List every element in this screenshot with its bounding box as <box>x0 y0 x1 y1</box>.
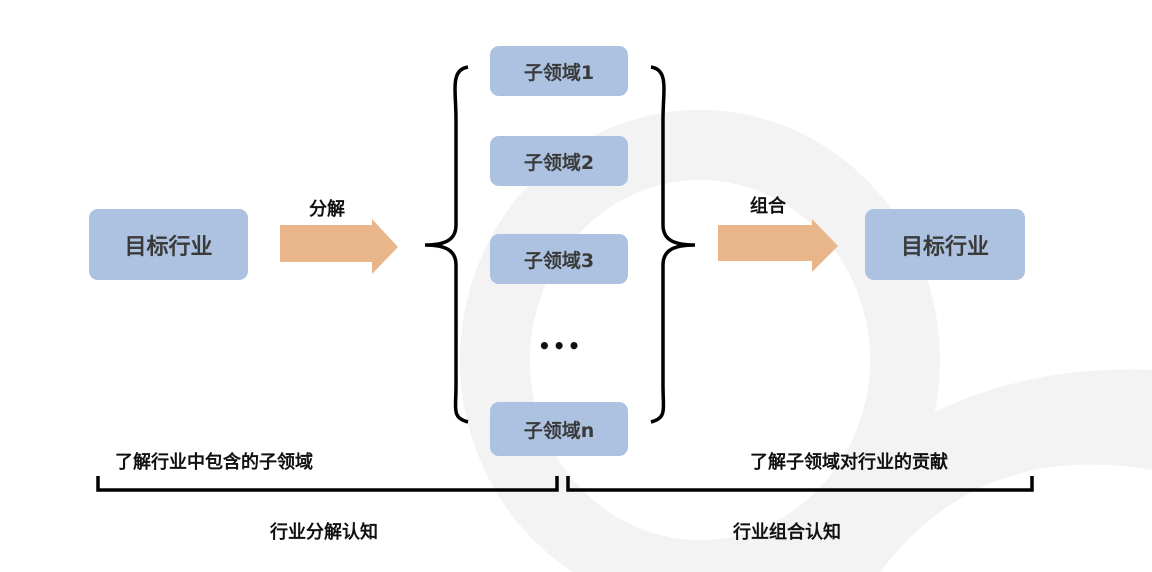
sub-domain-box: 子领域2 <box>490 136 628 186</box>
right-bottom-bracket <box>566 476 1034 492</box>
sub-domain-label: 子领域n <box>523 419 595 442</box>
sub-domain-box: 子领域3 <box>490 234 628 284</box>
left-bottom-label: 行业分解认知 <box>270 522 378 543</box>
right-bottom-label: 行业组合认知 <box>733 522 841 543</box>
sub-domain-label: 子领域3 <box>523 249 595 272</box>
left-caption: 了解行业中包含的子领域 <box>115 452 313 473</box>
sub-domain-box: 子领域1 <box>490 46 628 96</box>
source-industry-box: 目标行业 <box>89 209 248 280</box>
combine-arrow <box>718 219 838 272</box>
right-caption: 了解子领域对行业的贡献 <box>750 452 948 473</box>
target-industry-box: 目标行业 <box>865 209 1025 280</box>
right-brace <box>650 65 696 424</box>
left-bottom-bracket <box>96 476 559 492</box>
sub-domain-label: 子领域1 <box>523 61 595 84</box>
ellipsis: ••• <box>538 334 583 358</box>
target-industry-label: 目标行业 <box>900 234 989 260</box>
decompose-label: 分解 <box>309 199 345 220</box>
left-brace <box>424 65 469 424</box>
combine-label: 组合 <box>750 196 786 217</box>
sub-domain-label: 子领域2 <box>523 151 595 174</box>
decompose-arrow <box>280 219 398 274</box>
source-industry-label: 目标行业 <box>124 234 213 260</box>
watermark-logo <box>460 110 1152 572</box>
sub-domain-box: 子领域n <box>490 402 628 456</box>
